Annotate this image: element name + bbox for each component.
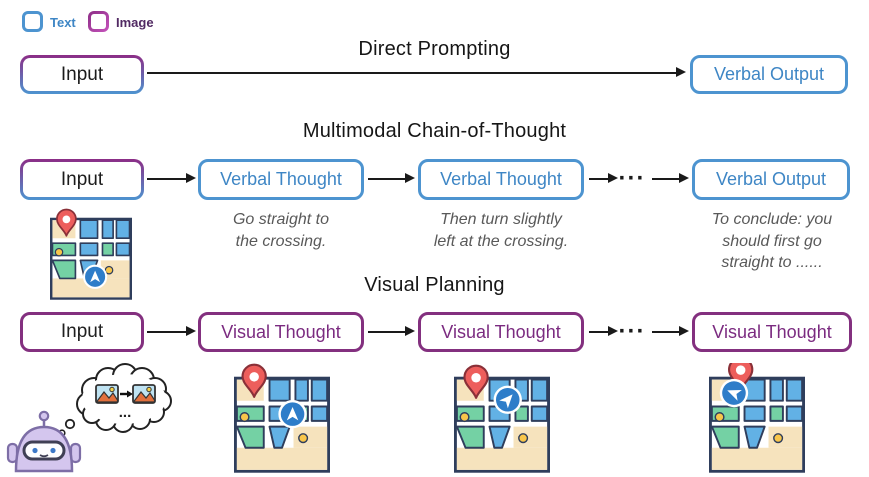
direct-verbal-output-box: Verbal Output <box>690 55 848 94</box>
mcot-ellipsis: ··· <box>618 165 646 192</box>
direct-input-label: Input <box>23 58 141 91</box>
arrow-visual-2 <box>368 326 415 336</box>
caption-line: Then turn slightly <box>440 211 562 228</box>
thought-bubble-icon <box>64 418 76 430</box>
direct-prompting-title: Direct Prompting <box>358 38 511 60</box>
mcot-input-label: Input <box>23 162 141 197</box>
mcot-verbal-thought-1-box: Verbal Thought <box>198 159 364 200</box>
arrow-mcot-4 <box>652 173 689 183</box>
visual-thought-1-box: Visual Thought <box>198 312 364 352</box>
visual-input-label: Input <box>60 321 104 342</box>
arrow-direct-input-to-output <box>147 67 686 77</box>
arrow-visual-4 <box>652 326 689 336</box>
caption-line: Go straight to <box>232 211 330 228</box>
visual-thought-2-map-image <box>454 364 550 473</box>
mcot-verbal-thought-1-label: Verbal Thought <box>220 169 342 189</box>
arrow-mcot-1 <box>147 173 196 183</box>
visual-thought-3-box: Visual Thought <box>692 312 852 352</box>
cloud-ellipsis: ... <box>119 404 132 421</box>
cloud-arrowhead-icon <box>127 390 133 398</box>
mcot-caption-2: Then turn slightly left at the crossing. <box>406 209 596 252</box>
navigation-arrow-icon <box>278 400 307 429</box>
caption-line: To conclude: you <box>711 211 833 228</box>
direct-input-box: Input <box>20 55 144 94</box>
caption-line: left at the crossing. <box>433 232 569 250</box>
image-thumbnail-icon <box>132 384 156 404</box>
mcot-caption-1: Go straight to the crossing. <box>200 209 362 252</box>
visual-planning-title: Visual Planning <box>364 274 505 296</box>
robot-icon <box>6 410 82 473</box>
visual-thought-1-map-image <box>234 363 330 473</box>
visual-thought-3-label: Visual Thought <box>712 321 832 342</box>
caption-line: the crossing. <box>235 232 327 250</box>
legend-text-swatch-icon <box>22 11 43 32</box>
mcot-verbal-thought-2-box: Verbal Thought <box>418 159 584 200</box>
mcot-verbal-output-label: Verbal Output <box>715 169 827 189</box>
mcot-input-box: Input <box>20 159 144 200</box>
direct-verbal-output-label: Verbal Output <box>713 64 825 84</box>
arrow-mcot-3 <box>589 173 618 183</box>
image-thumbnail-icon <box>95 384 119 404</box>
arrow-visual-1 <box>147 326 196 336</box>
caption-line: straight to ...... <box>721 254 823 272</box>
robot-thought-scene: ... <box>6 363 172 473</box>
visual-thought-2-label: Visual Thought <box>441 321 561 342</box>
visual-thought-2-box: Visual Thought <box>418 312 584 352</box>
mcot-verbal-output-box: Verbal Output <box>692 159 850 200</box>
mcot-verbal-thought-2-label: Verbal Thought <box>440 169 562 189</box>
visual-thought-3-map-image <box>709 363 805 473</box>
caption-line: should first go <box>722 232 822 250</box>
visual-thought-1-label: Visual Thought <box>221 321 341 342</box>
visual-ellipsis: ··· <box>618 318 646 345</box>
arrow-visual-3 <box>589 326 618 336</box>
legend-image-label: Image <box>116 15 154 30</box>
arrow-mcot-2 <box>368 173 415 183</box>
mcot-title: Multimodal Chain-of-Thought <box>302 120 567 142</box>
visual-input-box: Input <box>20 312 144 352</box>
legend-text-label: Text <box>50 15 76 30</box>
legend-image-swatch-icon <box>88 11 109 32</box>
mcot-caption-3: To conclude: you should first go straigh… <box>687 209 857 274</box>
